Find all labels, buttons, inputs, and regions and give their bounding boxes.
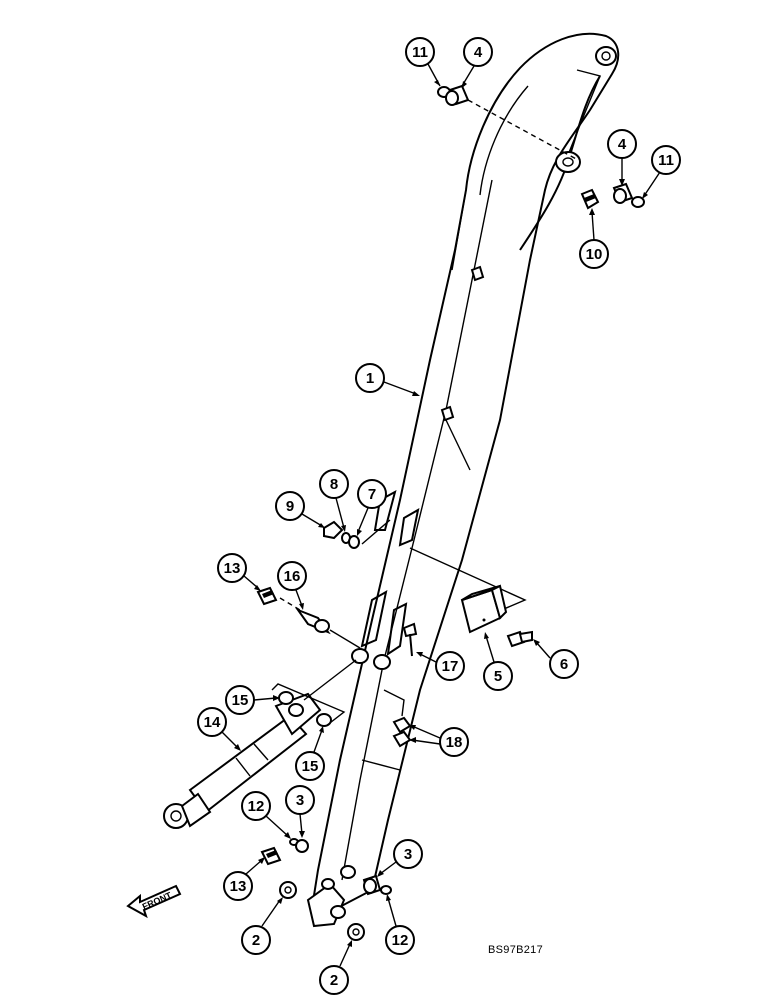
grease-fitting-lower bbox=[260, 846, 282, 866]
svg-text:11: 11 bbox=[412, 44, 428, 61]
callout-2-left: 2 bbox=[241, 897, 283, 955]
bushing-item-2-right bbox=[347, 923, 365, 941]
svg-text:11: 11 bbox=[658, 152, 674, 169]
callout-8: 8 bbox=[319, 469, 349, 532]
bushing-item-3-right bbox=[362, 874, 382, 896]
callout-16: 16 bbox=[277, 561, 307, 610]
svg-text:7: 7 bbox=[368, 486, 376, 503]
callout-12-left: 12 bbox=[241, 791, 291, 839]
bolt-item-17 bbox=[402, 622, 418, 657]
cylinder-to-clevis bbox=[303, 659, 357, 701]
svg-text:18: 18 bbox=[446, 734, 463, 751]
callout-18: 18 bbox=[409, 725, 469, 757]
pin-16-axis bbox=[279, 597, 301, 611]
callout-14: 14 bbox=[197, 707, 241, 751]
svg-text:17: 17 bbox=[442, 658, 459, 675]
svg-text:1: 1 bbox=[366, 370, 374, 387]
leader-7-bracket bbox=[361, 519, 391, 545]
callout-15-lower: 15 bbox=[295, 726, 325, 781]
svg-text:3: 3 bbox=[404, 846, 412, 863]
leader-18-bracket bbox=[383, 689, 405, 717]
svg-text:14: 14 bbox=[204, 714, 221, 731]
svg-text:12: 12 bbox=[392, 932, 409, 949]
figure-code: BS97B217 bbox=[488, 944, 543, 956]
svg-text:4: 4 bbox=[474, 44, 483, 61]
callout-3-right: 3 bbox=[377, 839, 423, 877]
o-ring-top-right bbox=[631, 196, 645, 208]
grease-fitting-upper bbox=[256, 586, 278, 606]
callout-13-lower: 13 bbox=[223, 857, 265, 901]
washer-item-7 bbox=[348, 535, 360, 549]
svg-text:5: 5 bbox=[494, 668, 502, 685]
svg-text:4: 4 bbox=[618, 136, 627, 153]
svg-text:13: 13 bbox=[230, 878, 247, 895]
callout-6: 6 bbox=[533, 639, 579, 679]
callout-4-top-left: 4 bbox=[461, 37, 493, 88]
bushing-top-left bbox=[445, 84, 470, 106]
bushing-item-2-left bbox=[279, 881, 297, 899]
callout-12-right: 12 bbox=[385, 894, 415, 955]
svg-text:15: 15 bbox=[302, 758, 319, 775]
svg-text:15: 15 bbox=[232, 692, 249, 709]
bolt-item-6 bbox=[506, 630, 533, 648]
callout-9: 9 bbox=[275, 491, 325, 528]
front-label: FRONT bbox=[141, 890, 174, 912]
callout-3-left: 3 bbox=[285, 785, 315, 838]
pin-item-16 bbox=[295, 607, 331, 635]
callout-1: 1 bbox=[355, 363, 420, 396]
callout-11-top-left: 11 bbox=[405, 37, 441, 87]
svg-text:13: 13 bbox=[224, 560, 241, 577]
svg-text:8: 8 bbox=[330, 476, 338, 493]
svg-text:2: 2 bbox=[252, 932, 260, 949]
leader-15-box bbox=[271, 683, 346, 727]
pin-16-to-clevis bbox=[329, 629, 361, 649]
boom-arm bbox=[306, 32, 620, 928]
callout-17: 17 bbox=[416, 651, 465, 681]
callout-5: 5 bbox=[483, 632, 513, 691]
nut-item-18-upper bbox=[392, 716, 412, 734]
grease-fitting bbox=[580, 188, 600, 210]
callout-7: 7 bbox=[357, 479, 387, 536]
svg-text:10: 10 bbox=[586, 246, 603, 263]
svg-text:3: 3 bbox=[296, 792, 304, 809]
callout-15-upper: 15 bbox=[225, 685, 280, 715]
hose-guard-block bbox=[460, 584, 508, 634]
callout-2-bottom: 2 bbox=[319, 940, 352, 995]
bushing-item-15-lower bbox=[316, 713, 332, 727]
svg-text:2: 2 bbox=[330, 972, 338, 989]
bushing-top-right bbox=[612, 182, 634, 204]
nut-item-9 bbox=[323, 520, 344, 540]
hydraulic-cylinder bbox=[163, 692, 322, 829]
svg-text:16: 16 bbox=[284, 568, 301, 585]
bushing-item-15-upper bbox=[278, 691, 294, 705]
svg-text:12: 12 bbox=[248, 798, 265, 815]
front-direction-arrow: FRONT bbox=[126, 884, 182, 919]
pin-axis-line bbox=[467, 99, 579, 161]
o-ring-item-12-right bbox=[380, 885, 392, 895]
callout-4-right: 4 bbox=[607, 129, 637, 186]
callout-11-right: 11 bbox=[642, 145, 681, 199]
callout-13-upper: 13 bbox=[217, 553, 261, 591]
bushing-item-3-left bbox=[295, 839, 309, 853]
svg-text:6: 6 bbox=[560, 656, 568, 673]
callout-10: 10 bbox=[579, 208, 609, 269]
svg-text:9: 9 bbox=[286, 498, 294, 515]
